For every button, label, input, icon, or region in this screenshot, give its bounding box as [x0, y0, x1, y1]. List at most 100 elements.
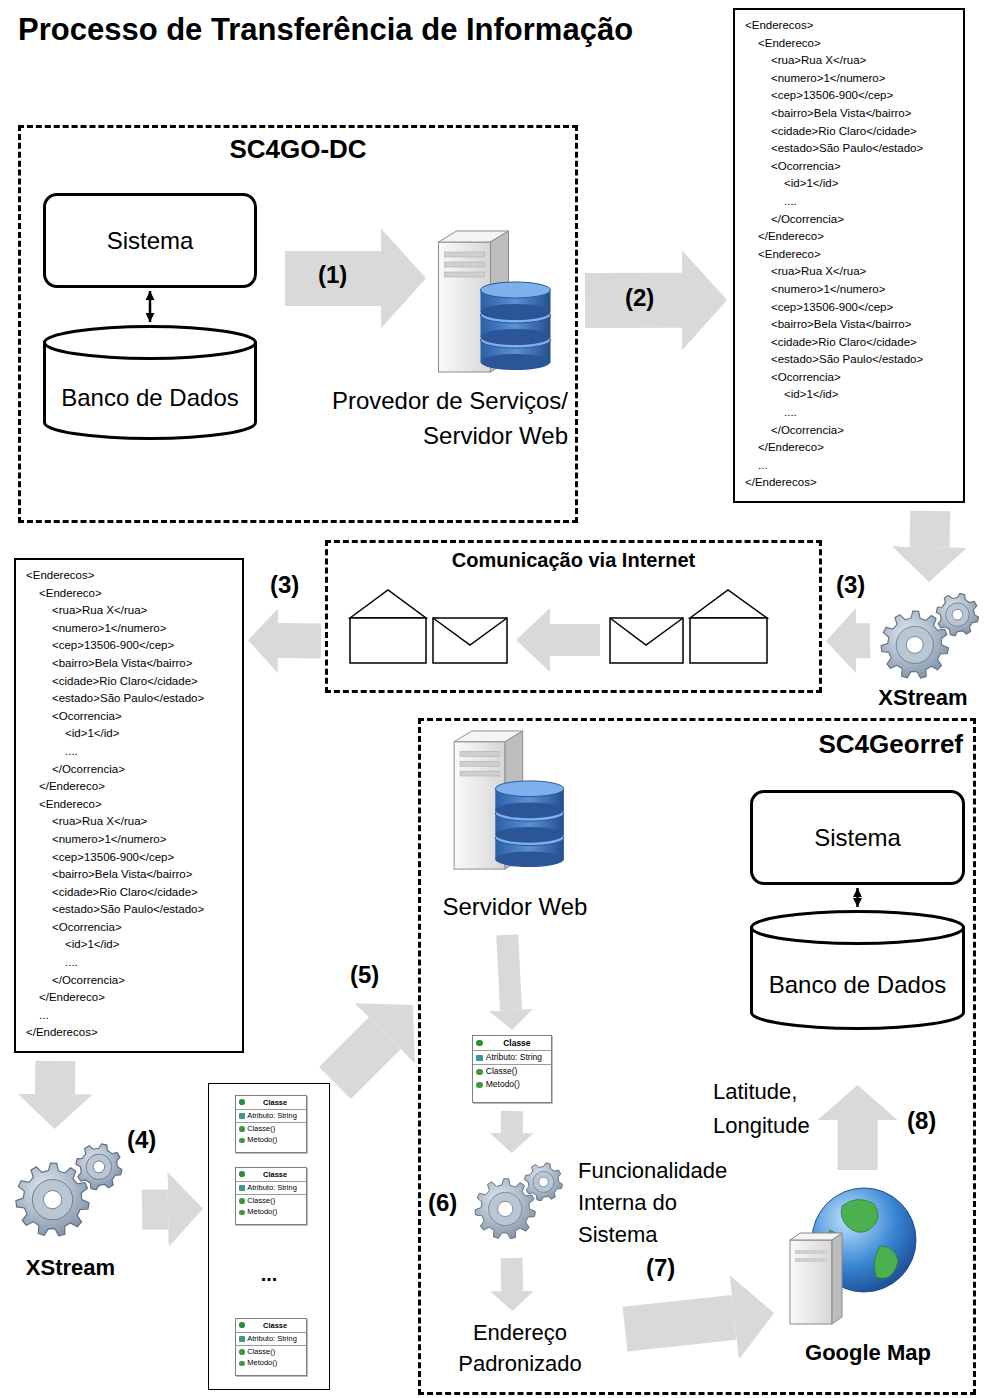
envelope-closed [433, 618, 507, 663]
class-row: Atributo: String [473, 1050, 551, 1064]
node-text: Banco de Dados [55, 384, 244, 412]
class-icon [239, 1198, 245, 1204]
callout-number: (3) [270, 572, 299, 598]
code-line: <estado>São Paulo</estado> [771, 351, 959, 369]
callout-number: (5) [350, 962, 379, 988]
class-box: ClasseAtributo: StringClasse()Metodo() [472, 1035, 552, 1103]
class-row: Classe [236, 1319, 306, 1332]
code-line: .... [65, 743, 238, 761]
cylinder-outline [750, 910, 965, 1030]
server-node: Provedor de Serviços/ Servidor Web [298, 226, 570, 456]
flow-arrow [142, 1189, 168, 1229]
object-list: ...ClasseAtributo: StringClasse()Metodo(… [208, 1083, 330, 1390]
callout-number: (2) [625, 285, 654, 311]
class-icon [239, 1185, 245, 1191]
class-text: Classe [503, 1038, 530, 1048]
code-line: </Endereco> [758, 228, 959, 246]
flow-arrow [625, 1317, 734, 1329]
class-text: Classe [263, 1170, 287, 1179]
node-text: Funcionalidade Interna do Sistema [578, 1155, 750, 1251]
library-node: XStream [8, 1130, 133, 1290]
class-row: Classe [236, 1168, 306, 1181]
code-line: </Endereco> [39, 778, 238, 796]
class-icon [239, 1099, 245, 1105]
class-icon [239, 1210, 245, 1216]
icon [450, 728, 568, 873]
class-text: Classe() [247, 1347, 275, 1356]
code-line: <rua>Rua X</rua> [771, 263, 959, 281]
function-node: Funcionalidade Interna do Sistema [462, 1150, 752, 1250]
class-box: ClasseAtributo: StringClasse()Metodo() [235, 1095, 307, 1153]
code-line: </Enderecos> [745, 474, 959, 492]
process-box: Sistema [750, 790, 965, 885]
class-text: Classe [263, 1098, 287, 1107]
result-text: Endereço Padronizado [445, 1316, 595, 1382]
flow-arrow [278, 623, 321, 658]
code-line: </Endereco> [39, 989, 238, 1007]
gear [16, 1163, 89, 1236]
code-line: <estado>São Paulo</estado> [771, 140, 959, 158]
code-line: <Ocorrencia> [52, 708, 238, 726]
node-text: Sistema [101, 224, 200, 258]
gear [881, 611, 948, 678]
code-line: .... [65, 954, 238, 972]
node-text: Banco de Dados [763, 971, 952, 999]
code-line: </Ocorrencia> [52, 972, 238, 990]
callout-number: (6) [428, 1190, 457, 1216]
code-line: <Ocorrencia> [52, 919, 238, 937]
class-icon [239, 1336, 245, 1342]
class-icon [476, 1055, 482, 1061]
transfer-arrow [516, 608, 600, 672]
region-title: Comunicação via Internet [328, 549, 819, 572]
code-line: </Endereco> [758, 439, 959, 457]
class-text: Atributo: String [247, 1183, 297, 1192]
code-line: .... [784, 404, 959, 422]
code-line: <cep>13506-900</cep> [52, 849, 238, 867]
class-box: ClasseAtributo: StringClasse()Metodo() [235, 1318, 307, 1376]
code-line: <bairro>Bela Vista</bairro> [771, 105, 959, 123]
code-line: <Enderecos> [26, 567, 238, 585]
server-tower [790, 1233, 842, 1324]
map-service-node: Google Map [768, 1172, 968, 1372]
icon [464, 1158, 572, 1244]
ellipsis-text: ... [209, 1263, 329, 1286]
node-text: Provedor de Serviços/ Servidor Web [298, 383, 568, 453]
link-line [149, 291, 152, 322]
code-line: <cidade>Rio Claro</cidade> [52, 673, 238, 691]
class-text: Classe() [247, 1196, 275, 1205]
diagram-title: Processo de Transferência de Informação [18, 12, 633, 48]
code-line: <numero>1</numero> [771, 281, 959, 299]
code-line: <estado>São Paulo</estado> [52, 901, 238, 919]
node-text: XStream [8, 1255, 133, 1281]
class-text: Atributo: String [247, 1111, 297, 1120]
database-cylinder: Banco de Dados [43, 325, 257, 440]
node-text: Google Map [768, 1340, 968, 1366]
icon [782, 1178, 917, 1328]
gear [475, 1179, 535, 1239]
class-row: Atributo: String [236, 1109, 306, 1122]
code-line: <rua>Rua X</rua> [52, 813, 238, 831]
flow-arrow [335, 1033, 385, 1083]
code-line: <numero>1</numero> [52, 831, 238, 849]
process-box: Sistema [43, 193, 257, 288]
callout-number: (1) [318, 262, 347, 288]
class-icon [239, 1126, 245, 1132]
code-line: <Ocorrencia> [771, 369, 959, 387]
server-node: Servidor Web [425, 725, 605, 930]
class-row: Metodo() [236, 1357, 306, 1369]
class-text: Atributo: String [247, 1334, 297, 1343]
edge-note: Latitude, Longitude [713, 1075, 848, 1143]
code-line: <id>1</id> [65, 936, 238, 954]
callout-number: (7) [646, 1255, 675, 1281]
class-icon [476, 1069, 482, 1075]
class-icon [239, 1171, 245, 1177]
code-line: </Ocorrencia> [771, 211, 959, 229]
class-icon [239, 1138, 245, 1144]
flow-arrow [838, 1120, 878, 1170]
node-text: Endereço Padronizado [445, 1318, 595, 1380]
code-line: <cep>13506-900</cep> [771, 87, 959, 105]
code-line: </Ocorrencia> [771, 422, 959, 440]
class-row: Classe() [236, 1194, 306, 1207]
link-line [856, 888, 859, 907]
